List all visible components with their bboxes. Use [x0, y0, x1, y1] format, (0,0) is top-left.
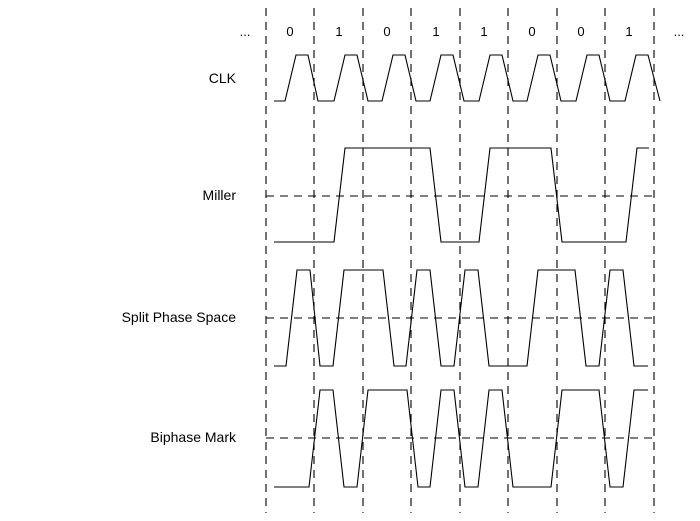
miller-waveform	[274, 147, 649, 243]
clk-label: CLK	[209, 70, 237, 86]
bit-label: 1	[335, 24, 342, 39]
split-phase-space-waveform	[274, 269, 648, 367]
bit-label: 1	[432, 24, 439, 39]
signal-labels: CLK Miller Split Phase Space Biphase Mar…	[122, 70, 237, 445]
leading-ellipsis: ...	[240, 24, 251, 39]
bit-label: 0	[577, 24, 584, 39]
biphase-mark-waveform	[274, 389, 648, 488]
split-phase-space-label: Split Phase Space	[122, 309, 237, 325]
bit-labels: 0 1 0 1 1 0 0 1	[286, 24, 632, 39]
midlevel-reference-lines	[266, 195, 654, 439]
bit-label: 1	[625, 24, 632, 39]
bit-label: 0	[383, 24, 390, 39]
bit-label: 0	[528, 24, 535, 39]
clk-waveform	[274, 54, 661, 102]
bit-label: 1	[480, 24, 487, 39]
trailing-ellipsis: ...	[674, 24, 685, 39]
bit-boundary-lines	[265, 8, 655, 513]
biphase-mark-label: Biphase Mark	[150, 429, 237, 445]
miller-label: Miller	[203, 187, 237, 203]
bit-label: 0	[286, 24, 293, 39]
